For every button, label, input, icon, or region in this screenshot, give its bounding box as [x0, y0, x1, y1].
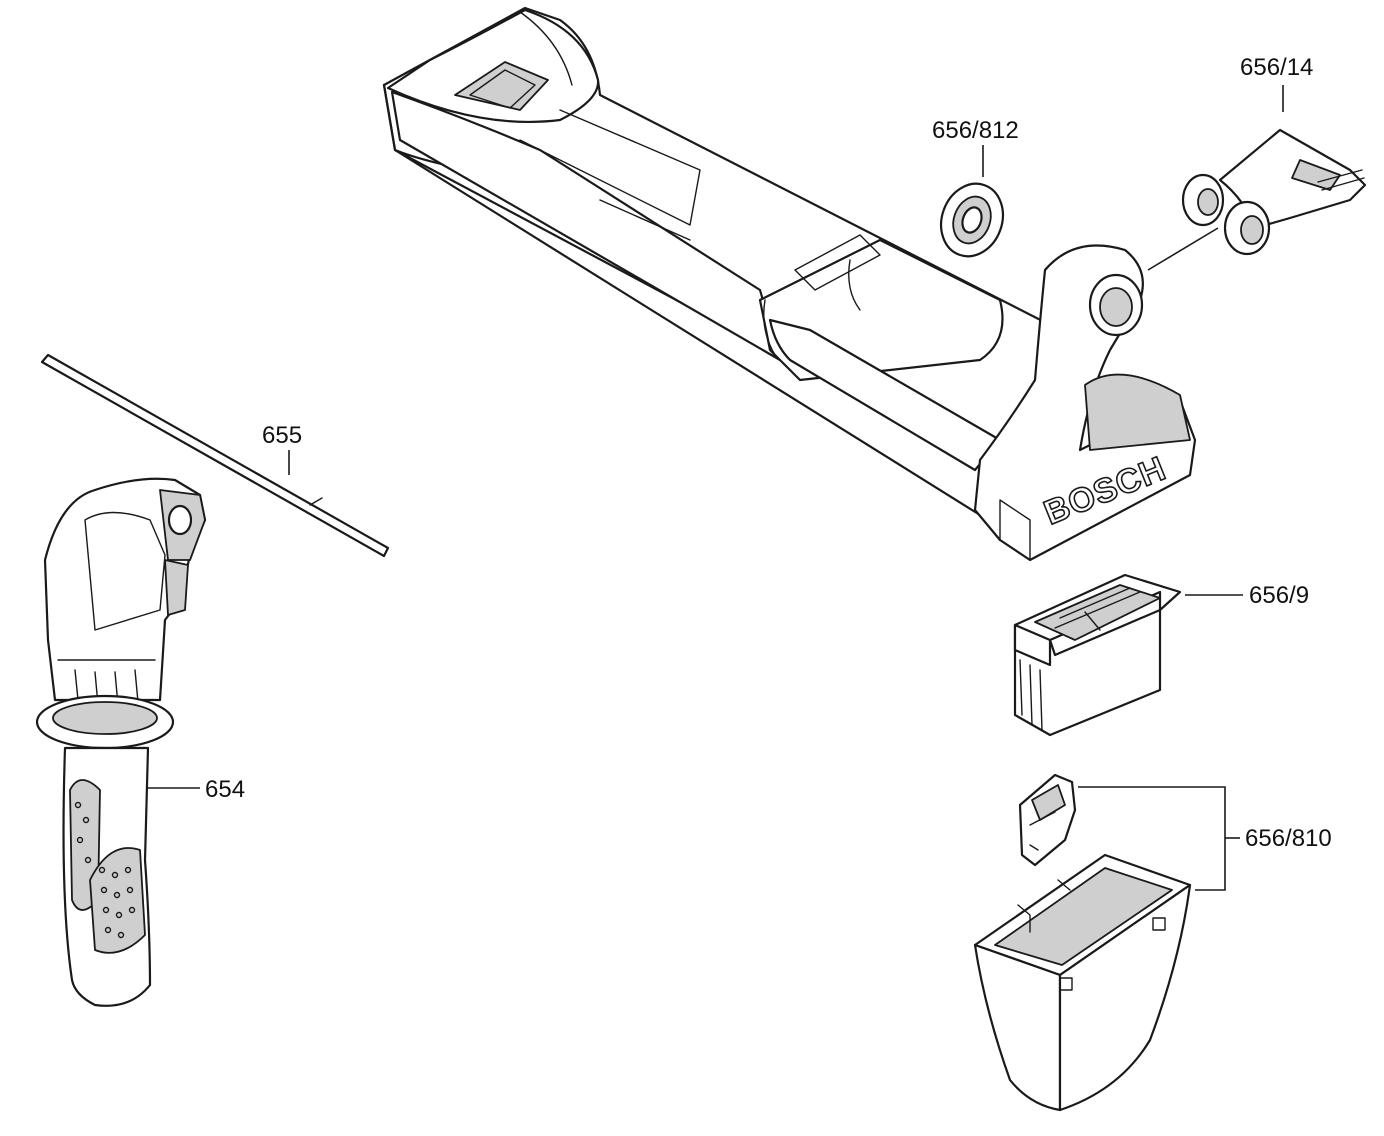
leader-lines [148, 85, 1284, 891]
callout-656-9: 656/9 [1249, 582, 1309, 609]
callout-656-14: 656/14 [1240, 54, 1313, 81]
rod-part [40, 353, 390, 558]
callout-656-812: 656/812 [932, 117, 1019, 144]
callout-654: 654 [205, 776, 245, 803]
filter-cartridge-part [1013, 573, 1182, 737]
telescopic-housing: BOSCH [382, 6, 1197, 562]
auxiliary-handle-part [35, 477, 207, 1007]
sealing-ring-part [939, 182, 1005, 258]
joint-link-part [1181, 128, 1367, 256]
dust-box-part [973, 773, 1192, 1112]
callout-655: 655 [262, 422, 302, 449]
callout-656-810: 656/810 [1245, 825, 1332, 852]
